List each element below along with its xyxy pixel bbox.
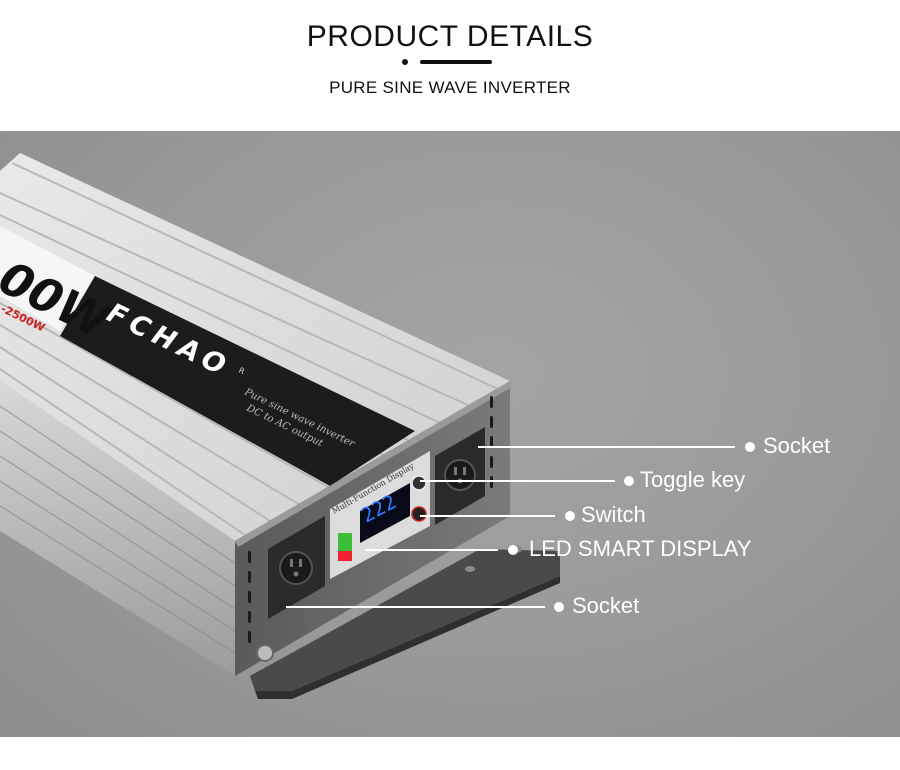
callout-label-socket-bottom: Socket	[572, 593, 640, 618]
header: PRODUCT DETAILS PURE SINE WAVE INVERTER	[0, 0, 900, 131]
callout-label-led-display: LED SMART DISPLAY	[529, 536, 752, 561]
led-display-panel: 222	[330, 451, 430, 579]
page-title: PRODUCT DETAILS	[306, 20, 594, 53]
inverter-side	[0, 381, 235, 676]
brand-panel	[60, 276, 415, 486]
registered-mark: R	[237, 366, 246, 377]
callout-label-switch: Switch	[581, 502, 646, 527]
callout-dot	[565, 511, 575, 521]
callout-label-socket-top: Socket	[763, 433, 831, 458]
terminal-bolt	[256, 644, 274, 662]
callout-dot	[508, 545, 518, 555]
title-decoration	[402, 59, 497, 65]
callout-label-toggle-key: Toggle key	[640, 467, 746, 492]
footer-spacer	[0, 737, 900, 770]
decoration-bar	[420, 60, 492, 64]
mounting-bracket	[250, 549, 560, 691]
inverter-illustration: 222 00W -2500W FCHAO R Pure sine wave in…	[0, 153, 755, 699]
callout-dot	[624, 476, 634, 486]
page-subtitle: PURE SINE WAVE INVERTER	[329, 78, 571, 97]
callout-dot	[554, 602, 564, 612]
product-photo: 222 00W -2500W FCHAO R Pure sine wave in…	[0, 131, 900, 737]
lower-socket	[268, 516, 325, 619]
wattage-label-panel	[0, 226, 95, 331]
upper-socket	[435, 427, 485, 525]
callout-dot	[745, 442, 755, 452]
decoration-dot	[402, 59, 408, 65]
